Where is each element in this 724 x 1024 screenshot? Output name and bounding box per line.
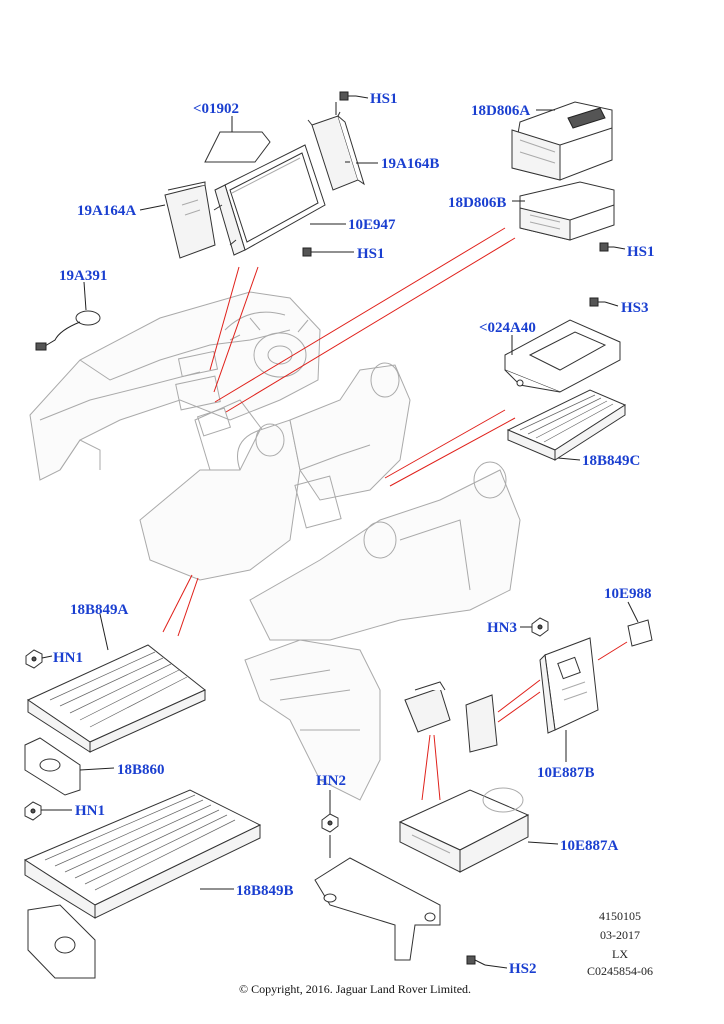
label-hn1-a: HN1 [53,650,83,666]
label-hs2: HS2 [509,961,537,977]
screw-hs2 [466,955,486,966]
part-10e988 [627,619,653,647]
screw-hs1-top [339,91,356,101]
part-10e947-display [213,144,326,256]
label-hn1-b: HN1 [75,803,105,819]
label-19a164b: 19A164B [381,156,439,172]
label-10e887b: 10E887B [537,765,595,781]
label-10e947: 10E947 [348,217,396,233]
label-10e988: 10E988 [604,586,652,602]
model-code: LX [612,947,628,961]
part-18b849c [506,389,627,461]
nut-hn2 [321,813,339,833]
part-19a164a [164,181,216,259]
label-18b849b: 18B849B [236,883,294,899]
part-18b849a [26,644,206,753]
part-18d806b [519,181,615,241]
label-01902: <01902 [193,101,239,117]
part-19a164b [307,111,365,191]
copyright-notice: © Copyright, 2016. Jaguar Land Rover Lim… [239,982,471,996]
label-hs3: HS3 [621,300,649,316]
document-meta: 4150105 03-2017 LX C0245854-06 © Copyrig… [239,909,653,996]
callout-lines [162,227,628,801]
label-18b849c: 18B849C [582,453,640,469]
label-10e887a: 10E887A [560,838,619,854]
label-hn3: HN3 [487,620,517,636]
part-center-bracket [314,857,441,961]
part-center-module [404,681,498,753]
nut-hn3 [531,617,549,637]
part-lower-bracket [27,904,96,979]
nut-hn1-b [24,801,42,821]
fasteners [24,91,614,966]
part-18d806a [511,101,613,181]
label-19a391: 19A391 [59,268,107,284]
vehicle-interior-drawing [29,291,521,801]
part-10e887b [539,637,599,734]
part-18b860 [24,737,81,796]
part-cover-01902 [204,131,271,163]
document-code: C0245854-06 [587,964,653,978]
screw-hs1-mid [302,247,318,257]
ref-number: 4150105 [599,909,641,923]
screw-hs3 [589,297,605,307]
label-hs1-top: HS1 [370,91,398,107]
label-hs1-mid: HS1 [357,246,385,262]
label-hn2: HN2 [316,773,346,789]
part-10e887a [398,787,530,873]
label-18d806b: 18D806B [448,195,506,211]
label-hs1-right: HS1 [627,244,655,260]
part-bracket-024a40 [504,319,621,393]
label-18b849a: 18B849A [70,602,129,618]
label-024a40: <024A40 [479,320,536,336]
part-labels: <01902 HS1 19A164B 19A164A 10E947 HS1 18… [53,91,655,977]
nut-hn1-a [25,649,43,669]
part-18b849b [23,789,262,919]
issue-date: 03-2017 [600,928,640,942]
label-19a164a: 19A164A [77,203,136,219]
leader-lines [41,95,639,969]
part-19a391-cable [35,310,101,351]
screw-hs1-right [599,242,614,252]
label-18d806a: 18D806A [471,103,530,119]
label-18b860: 18B860 [117,762,165,778]
